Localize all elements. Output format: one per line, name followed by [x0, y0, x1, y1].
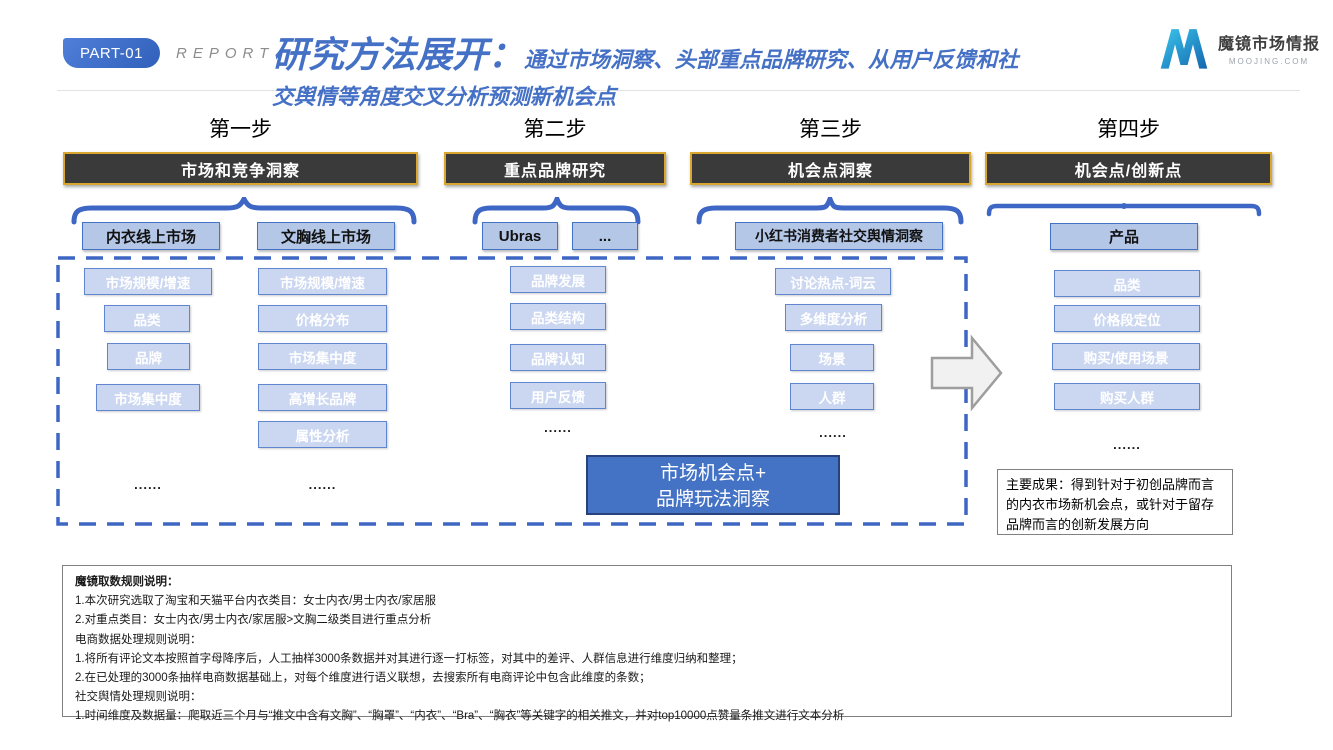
step-label-2: 第二步 [523, 118, 587, 141]
ellipsis: ...... [1113, 437, 1141, 452]
notes-title: 魔镜取数规则说明： [75, 576, 179, 588]
subbox-bra-online-market: 文胸线上市场 [257, 222, 395, 250]
notes-line: 1.时间维度及数据量：爬取近三个月与“推文中含有文胸”、“胸罩”、“内衣”、“B… [75, 710, 845, 723]
logo-name: 魔镜市场情报 [1218, 36, 1321, 53]
result-box: 市场机会点+ 品牌玩法洞察 [586, 455, 840, 515]
step-label-1: 第一步 [209, 118, 272, 141]
item-box: 市场集中度 [96, 384, 200, 411]
step-bar-opportunity-innovation: 机会点/创新点 [985, 152, 1272, 185]
notes-line: 2.对重点类目：女士内衣/男士内衣/家居服>文胸二级类目进行重点分析 [75, 614, 432, 627]
item-box: 市场集中度 [258, 343, 387, 370]
ellipsis: ...... [134, 477, 162, 492]
item-box: 品牌认知 [510, 344, 606, 371]
item-box: 购买人群 [1054, 383, 1200, 410]
item-box: 品牌 [107, 343, 190, 370]
ellipsis: ...... [308, 477, 337, 492]
step-label-4: 第四步 [1097, 118, 1160, 141]
ellipsis: ...... [819, 425, 847, 440]
item-box: 场景 [790, 344, 874, 371]
ellipsis: ...... [544, 420, 572, 435]
item-box: 属性分析 [258, 421, 387, 448]
step-bar-brand-research: 重点品牌研究 [444, 152, 666, 185]
notes-line: 2.在已处理的3000条抽样电商数据基础上，对每个维度进行语义联想，去搜索所有电… [75, 672, 651, 685]
step-bar-market-insight: 市场和竞争洞察 [63, 152, 418, 185]
subbox-underwear-online-market: 内衣线上市场 [82, 222, 220, 250]
item-box: 讨论热点-词云 [775, 268, 891, 295]
result-line-2: 品牌玩法洞察 [655, 489, 770, 510]
notes-line: 电商数据处理规则说明： [75, 633, 202, 646]
item-box: 品类 [1054, 270, 1200, 297]
item-box: 价格分布 [258, 305, 387, 332]
item-box: 人群 [790, 383, 874, 410]
item-box: 品类结构 [510, 303, 606, 330]
item-box: 市场规模/增速 [84, 268, 212, 295]
notes-line: 1.将所有评论文本按照首字母降序后，人工抽样3000条数据并对其进行逐一打标签，… [75, 652, 743, 665]
item-box: 购买/使用场景 [1052, 343, 1200, 370]
subbox-more-brands: ... [572, 222, 638, 250]
result-line-1: 市场机会点+ [659, 463, 767, 484]
moojing-m-icon [1158, 25, 1210, 71]
logo-text: 魔镜市场情报 MOOJING.COM [1218, 30, 1320, 66]
step-label-3: 第三步 [799, 118, 862, 141]
notes-line: 1.本次研究选取了淘宝和天猫平台内衣类目：女士内衣/男士内衣/家居服 [75, 595, 436, 608]
subbox-ubras: Ubras [482, 222, 558, 250]
step-bar-opportunity-insight: 机会点洞察 [690, 152, 971, 185]
page-title-sub-2: 交舆情等角度交叉分析预测新机会点 [272, 85, 617, 109]
brace-icon [695, 197, 965, 225]
notes-box: 魔镜取数规则说明： 1.本次研究选取了淘宝和天猫平台内衣类目：女士内衣/男士内衣… [62, 565, 1232, 722]
brace-icon [70, 197, 418, 225]
part-badge: PART-01 [63, 38, 160, 68]
page-title: 研究方法展开：通过市场洞察、头部重点品牌研究、从用户反馈和社 [272, 26, 1019, 78]
subbox-xiaohongshu-sentiment: 小红书消费者社交舆情洞察 [735, 222, 943, 250]
logo-domain: MOOJING.COM [1228, 57, 1310, 66]
outcome-note: 主要成果：得到针对于初创品牌而言的内衣市场新机会点，或针对于留存品牌而言的创新发… [997, 469, 1233, 535]
flow-arrow-icon [930, 333, 1004, 413]
dashed-scope-border [56, 256, 968, 526]
subbox-product: 产品 [1050, 223, 1198, 250]
item-box: 品牌发展 [510, 266, 606, 293]
item-box: 用户反馈 [510, 382, 606, 409]
brace-icon [471, 197, 642, 225]
brace-icon [986, 200, 1262, 218]
header-divider-line [57, 90, 1300, 91]
item-box: 价格段定位 [1054, 305, 1200, 332]
report-label: REPORT [176, 45, 275, 62]
page-title-sub-1: 通过市场洞察、头部重点品牌研究、从用户反馈和社 [524, 48, 1019, 72]
item-box: 品类 [104, 305, 190, 332]
notes-line: 社交舆情处理规则说明： [75, 691, 202, 704]
item-box: 多维度分析 [785, 304, 882, 331]
item-box: 市场规模/增速 [258, 268, 387, 295]
logo: 魔镜市场情报 MOOJING.COM [1158, 25, 1320, 71]
page-title-main: 研究方法展开： [272, 34, 525, 75]
item-box: 高增长品牌 [258, 384, 387, 411]
